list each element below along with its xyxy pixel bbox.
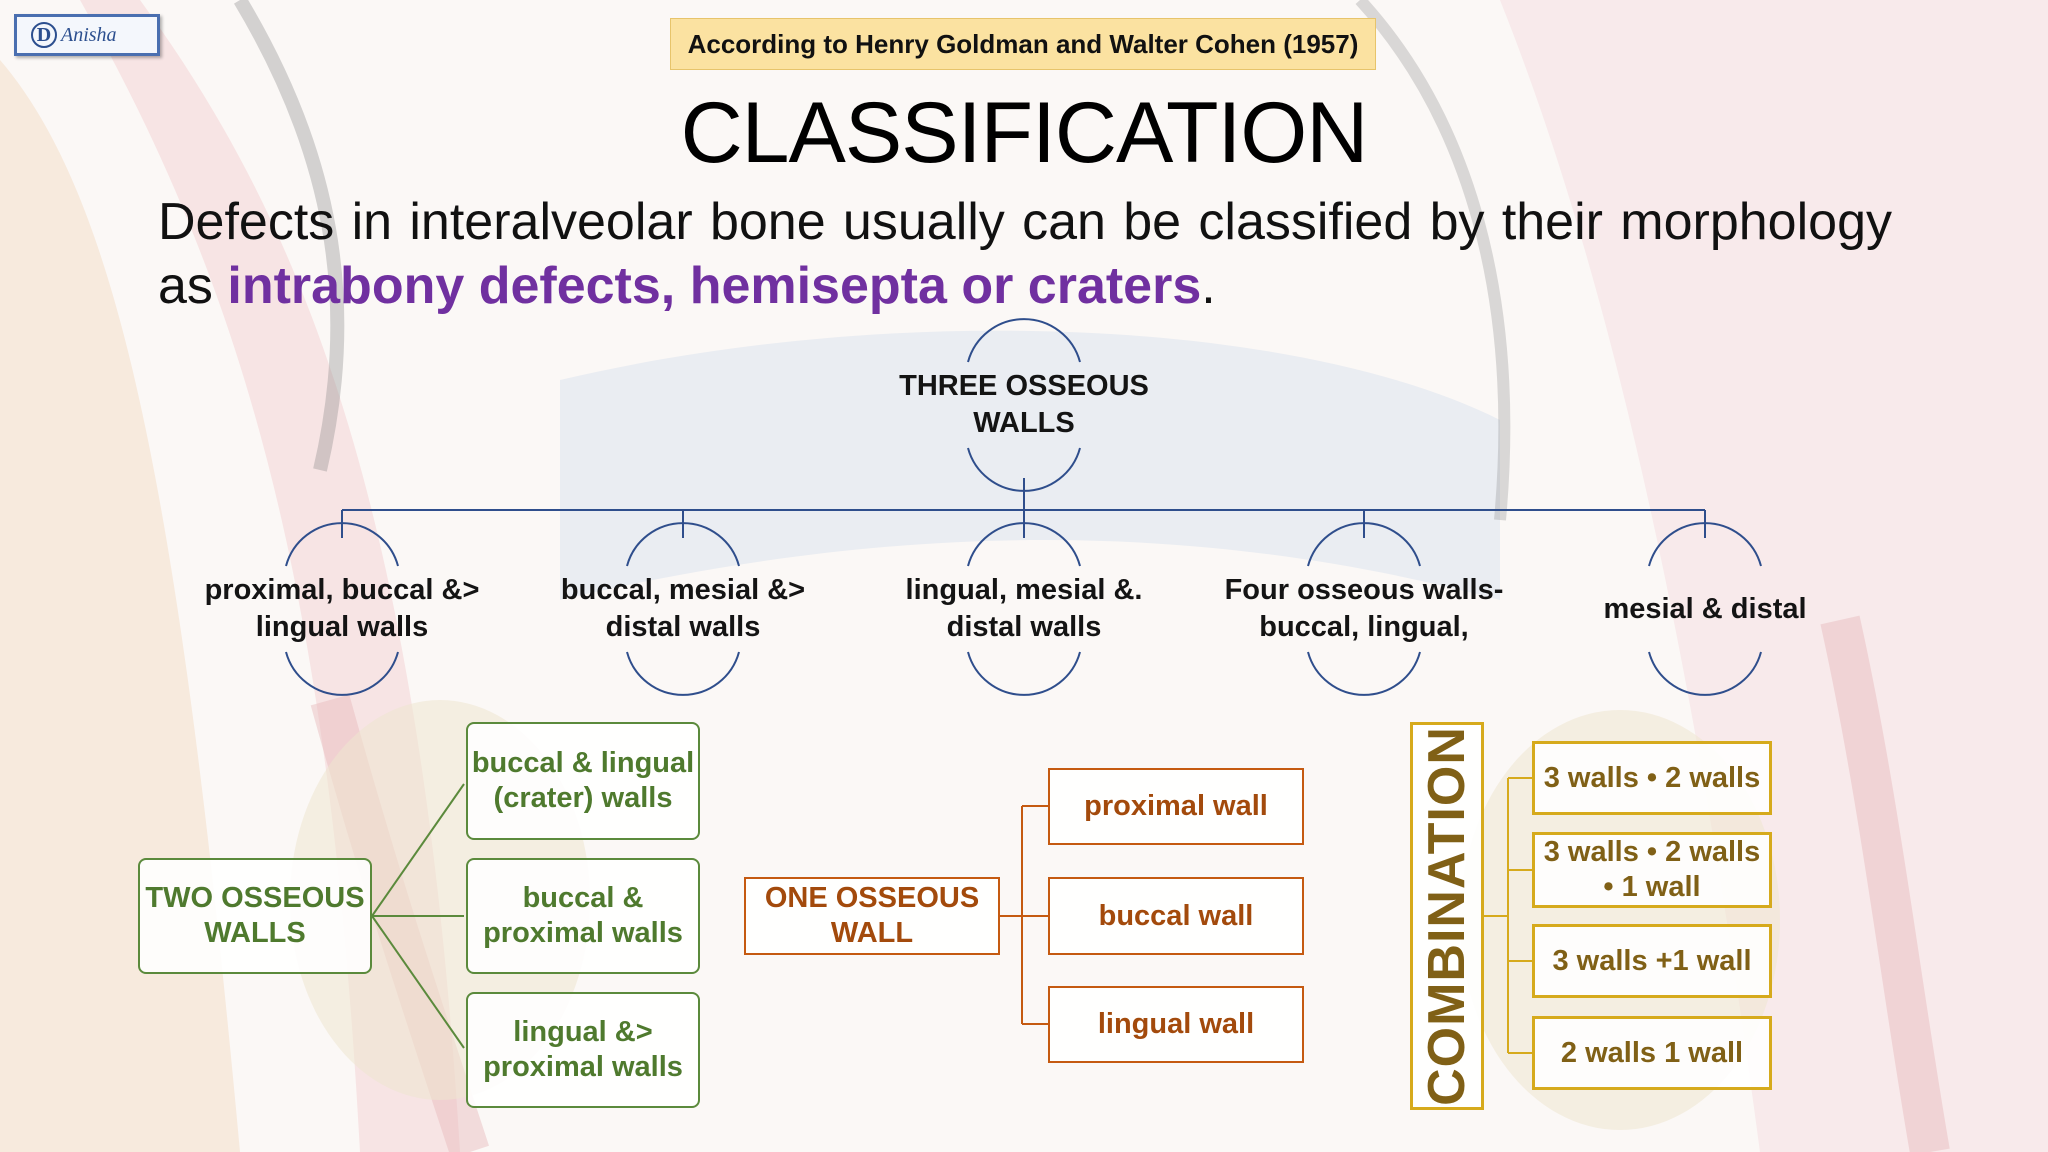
logo-mark: D — [31, 22, 57, 48]
intro-text: Defects in interalveolar bone usually ca… — [158, 193, 1892, 315]
two-walls-item-1: buccal & lingual (crater) walls — [466, 722, 700, 840]
tree-child-5: mesial & distal — [1603, 592, 1807, 625]
page-title: CLASSIFICATION — [680, 85, 1369, 181]
intro-highlight: intrabony defects, hemisepta or craters — [227, 257, 1202, 315]
tree-child-4: Four osseous walls- buccal, lingual, — [1224, 574, 1504, 643]
one-wall-label: ONE OSSEOUS WALL — [744, 877, 1000, 955]
two-walls-label: TWO OSSEOUS WALLS — [138, 858, 372, 974]
root-arc-top — [967, 318, 1081, 363]
combination-item-2: 3 walls • 2 walls • 1 wall — [1532, 832, 1772, 908]
combination-connectors — [1484, 777, 1532, 1054]
combination-label: COMBINATION — [1410, 722, 1484, 1110]
intro-end: . — [1201, 257, 1216, 315]
two-walls-item-3: lingual &> proximal walls — [466, 992, 700, 1108]
logo: D Anisha — [14, 14, 160, 56]
combination-item-4: 2 walls 1 wall — [1532, 1016, 1772, 1090]
one-wall-item-1: proximal wall — [1048, 768, 1304, 845]
tree-root-label: THREE OSSEOUS WALLS — [899, 370, 1149, 439]
tree-child-1: proximal, buccal &> lingual walls — [204, 574, 480, 643]
intro-paragraph: Defects in interalveolar bone usually ca… — [158, 190, 1892, 318]
two-walls-connectors — [371, 783, 465, 1049]
tree-child-3: lingual, mesial &. distal walls — [905, 574, 1143, 643]
combination-item-1: 3 walls • 2 walls — [1532, 741, 1772, 815]
one-wall-item-3: lingual wall — [1048, 986, 1304, 1063]
tree-child-2: buccal, mesial &> distal walls — [560, 574, 806, 643]
combination-label-text: COMBINATION — [1418, 726, 1476, 1106]
two-walls-item-2: buccal & proximal walls — [466, 858, 700, 974]
source-banner: According to Henry Goldman and Walter Co… — [670, 18, 1376, 70]
logo-text: Anisha — [61, 23, 117, 46]
combination-item-3: 3 walls +1 wall — [1532, 924, 1772, 998]
one-wall-item-2: buccal wall — [1048, 877, 1304, 955]
one-wall-connectors — [1000, 805, 1048, 1025]
